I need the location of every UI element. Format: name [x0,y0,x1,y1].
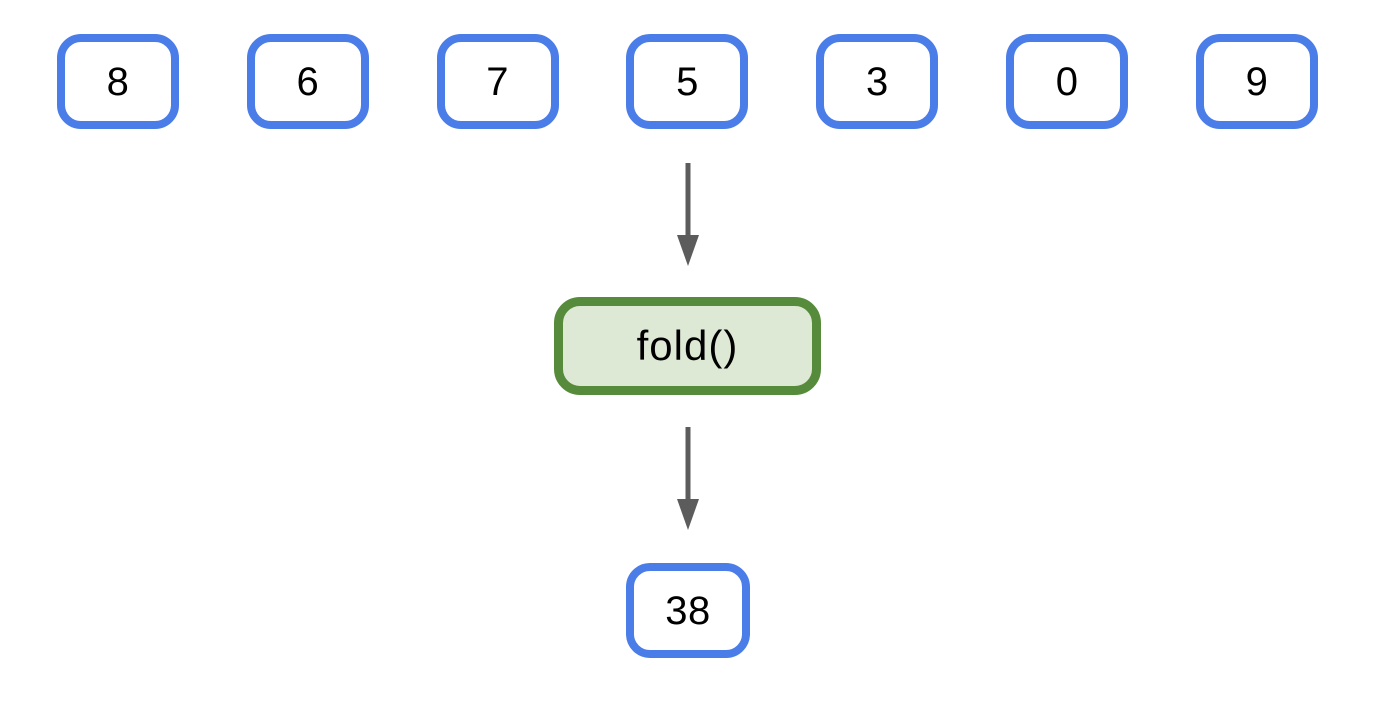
arrow-head [677,235,699,266]
arrow-down-icon [677,427,699,530]
input-value: 3 [865,59,889,104]
input-box: 6 [246,34,369,129]
fold-operation-box: fold() [554,297,821,395]
input-value: 9 [1245,59,1269,104]
input-box: 8 [57,34,179,129]
arrow-stem [685,427,691,501]
input-value: 5 [676,59,699,104]
input-value: 8 [106,59,130,104]
arrow-head [677,499,699,530]
input-row: 8 6 7 5 3 0 9 [57,34,1318,129]
arrow-down-icon [677,163,699,266]
input-box: 9 [1195,34,1318,129]
input-box: 5 [626,34,749,129]
fold-operation-label: fold() [636,322,739,369]
result-box: 38 [626,563,750,658]
result-value: 38 [665,588,711,633]
input-box: 3 [816,34,939,129]
input-value: 0 [1055,59,1079,104]
input-box: 7 [436,34,559,129]
input-value: 6 [296,59,320,104]
input-value: 7 [486,59,510,104]
input-box: 0 [1006,34,1129,129]
arrow-stem [685,163,691,237]
